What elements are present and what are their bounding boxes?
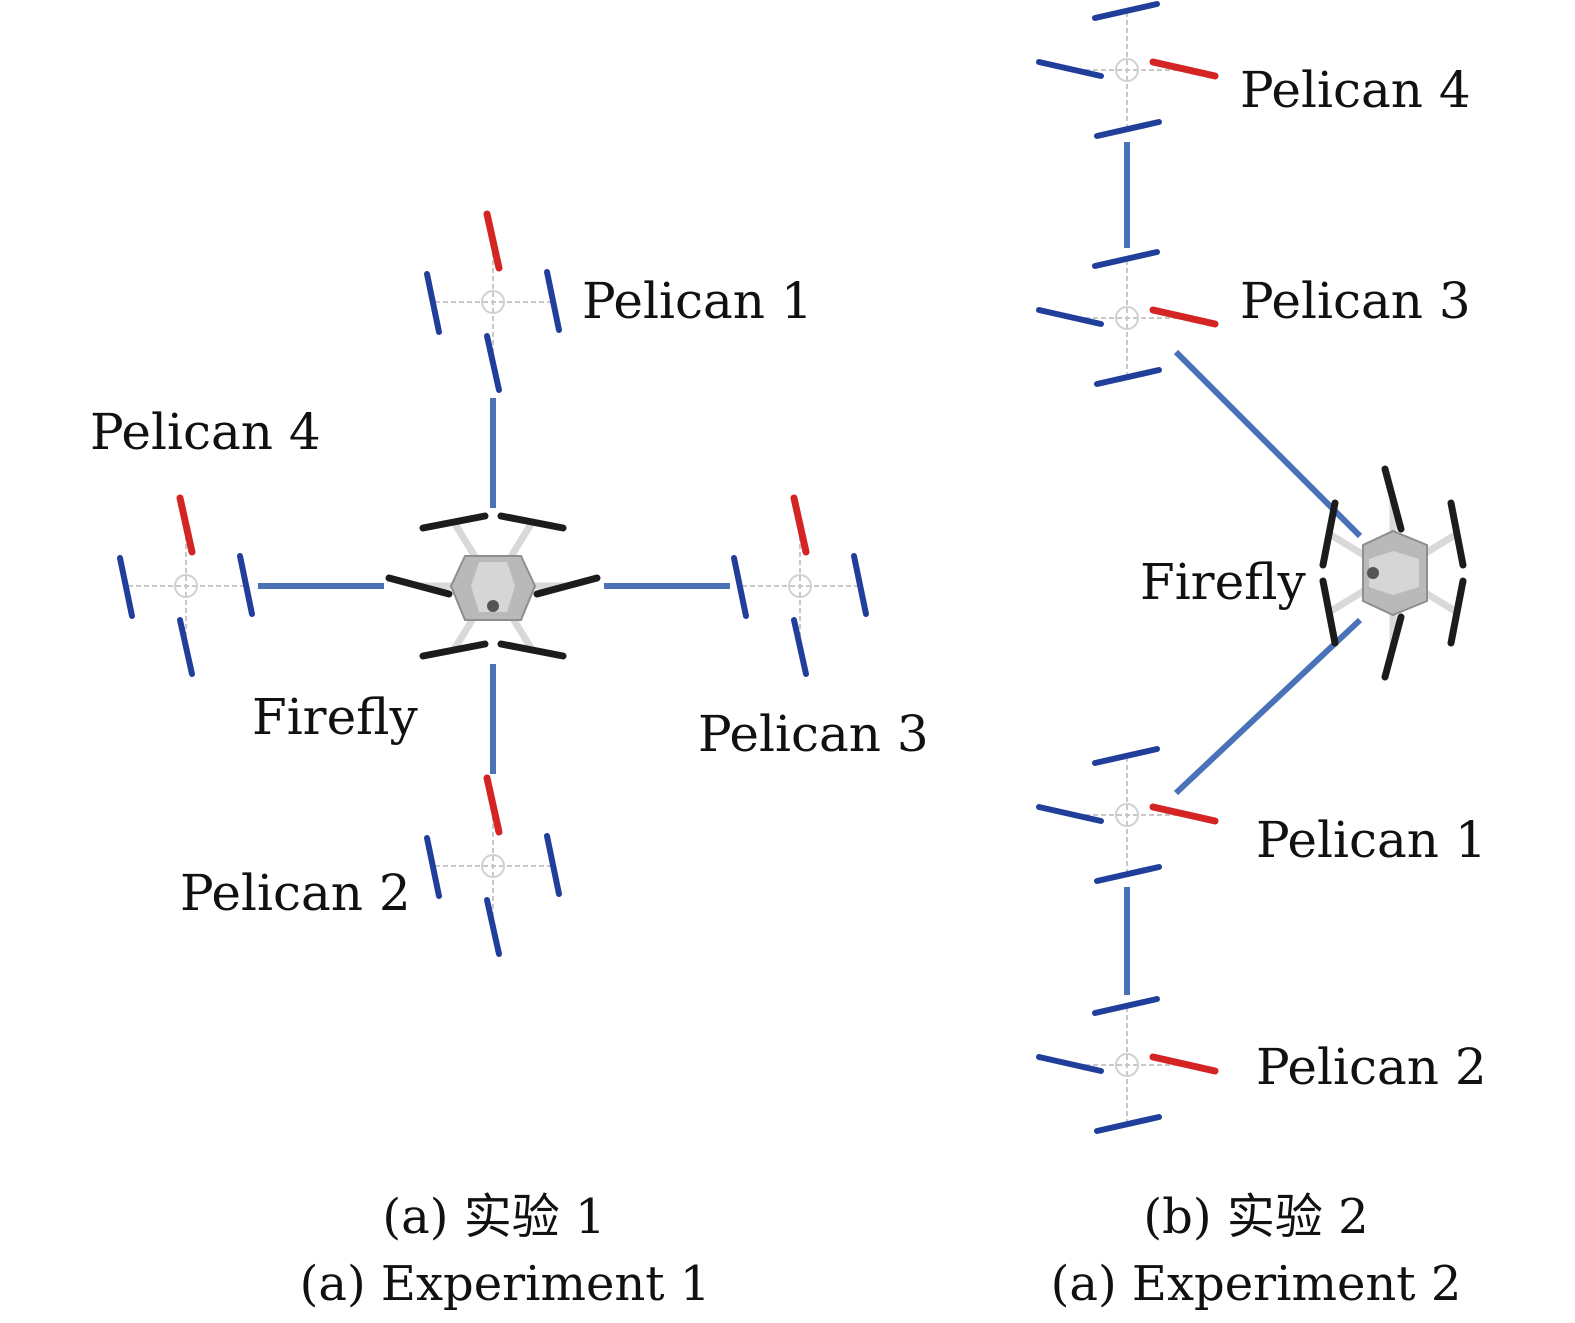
caption-english: (a) Experiment 2 [1051,1256,1462,1312]
pelican-icon [734,498,866,674]
vehicle-label: Pelican 3 [698,705,929,763]
pelican-icon [427,778,559,954]
link-firefly-pelican1 [1173,617,1363,796]
communication-links [258,398,730,774]
vehicle-label: Pelican 2 [180,864,411,922]
firefly-icon [389,516,597,656]
vehicle-label: Pelican 1 [1256,811,1487,869]
firefly-icon [1323,469,1463,677]
vehicle-label: Pelican 2 [1256,1038,1487,1096]
pelican-icon [1039,999,1215,1131]
vehicle-label: Pelican 3 [1240,272,1471,330]
vehicle-label: Pelican 1 [582,272,813,330]
communication-links [1124,142,1363,995]
pelican-icon [1039,4,1215,136]
pelican-icon [120,498,252,674]
panel-experiment-1: Pelican 1 Pelican 2 Pelican 3 Pelican 4 … [90,214,929,1312]
vehicle-label: Firefly [252,688,419,746]
pelican-icon [1039,749,1215,881]
caption-chinese: (b) 实验 2 [1143,1189,1368,1245]
caption-english: (a) Experiment 1 [300,1256,711,1312]
panel-experiment-2: Pelican 4 Pelican 3 Firefly Pelican 1 Pe… [1039,4,1487,1312]
vehicle-label: Pelican 4 [90,403,321,461]
pelican-icon [427,214,559,390]
vehicle-label: Firefly [1140,553,1307,611]
caption-chinese: (a) 实验 1 [382,1189,605,1245]
vehicle-label: Pelican 4 [1240,61,1471,119]
link-pelican3-firefly [1173,349,1363,539]
